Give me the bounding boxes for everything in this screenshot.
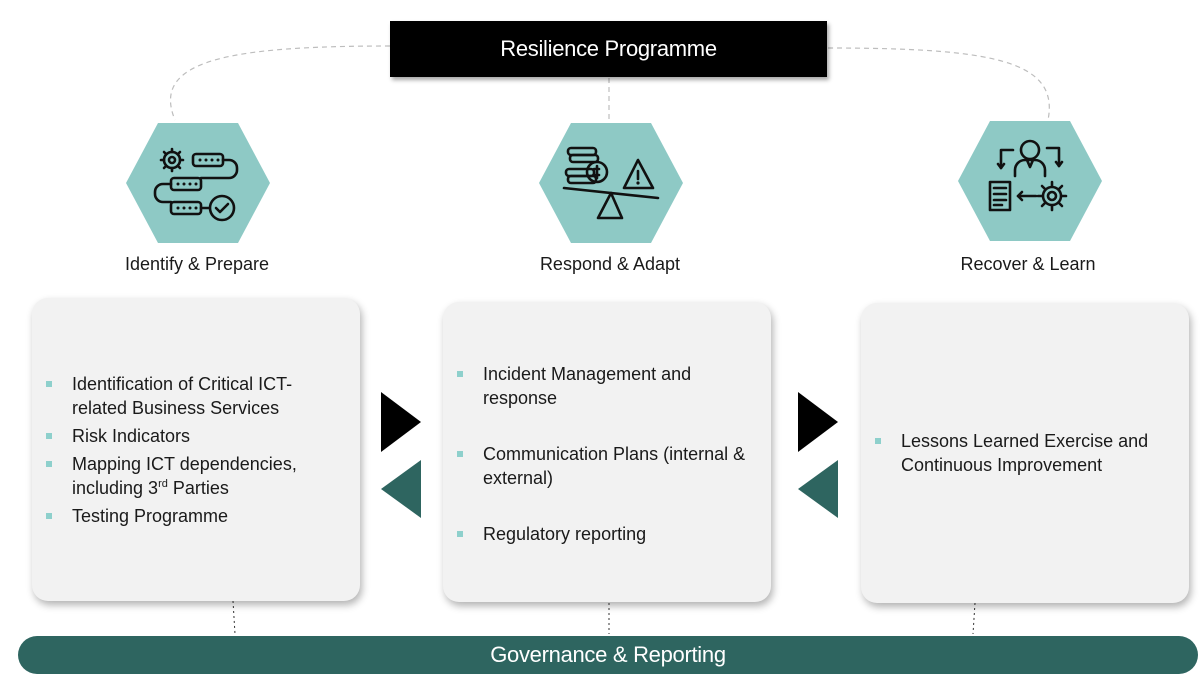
governance-bar: Governance & Reporting <box>18 636 1198 674</box>
stage-label-recover-learn: Recover & Learn <box>960 254 1096 274</box>
stage-label-identify-prepare: Identify & Prepare <box>124 254 270 274</box>
recover-learn-list: Lessons Learned Exercise and Continuous … <box>873 429 1183 477</box>
bullet-icon <box>46 433 52 439</box>
card-recover-learn: Lessons Learned Exercise and Continuous … <box>861 303 1189 603</box>
list-item: Risk Indicators <box>44 424 344 448</box>
back-arrow-icon <box>381 460 421 518</box>
identify-prepare-list: Identification of Critical ICT-related B… <box>44 372 344 528</box>
list-item: Regulatory reporting <box>455 522 760 546</box>
balance-risk-icon <box>538 122 684 244</box>
bullet-icon <box>46 381 52 387</box>
person-document-gear-icon <box>957 120 1103 242</box>
workflow-gears-icon <box>125 122 271 244</box>
list-item: Communication Plans (internal & external… <box>455 442 760 490</box>
programme-title: Resilience Programme <box>390 21 827 77</box>
bullet-icon <box>457 451 463 457</box>
forward-arrow-icon <box>798 392 838 452</box>
card-identify-prepare: Identification of Critical ICT-related B… <box>32 298 360 601</box>
forward-arrow-icon <box>381 392 421 452</box>
list-item: Identification of Critical ICT-related B… <box>44 372 344 420</box>
bullet-icon <box>46 513 52 519</box>
list-item: Incident Management and response <box>455 362 760 410</box>
stage-label-respond-adapt: Respond & Adapt <box>539 254 681 274</box>
bullet-icon <box>457 371 463 377</box>
respond-adapt-list: Incident Management and response Communi… <box>455 362 760 546</box>
list-item: Testing Programme <box>44 504 344 528</box>
card-respond-adapt: Incident Management and response Communi… <box>443 302 771 602</box>
back-arrow-icon <box>798 460 838 518</box>
list-item: Lessons Learned Exercise and Continuous … <box>873 429 1183 477</box>
list-item: Mapping ICT dependencies, including 3rd … <box>44 452 344 500</box>
bullet-icon <box>457 531 463 537</box>
bullet-icon <box>46 461 52 467</box>
bullet-icon <box>875 438 881 444</box>
